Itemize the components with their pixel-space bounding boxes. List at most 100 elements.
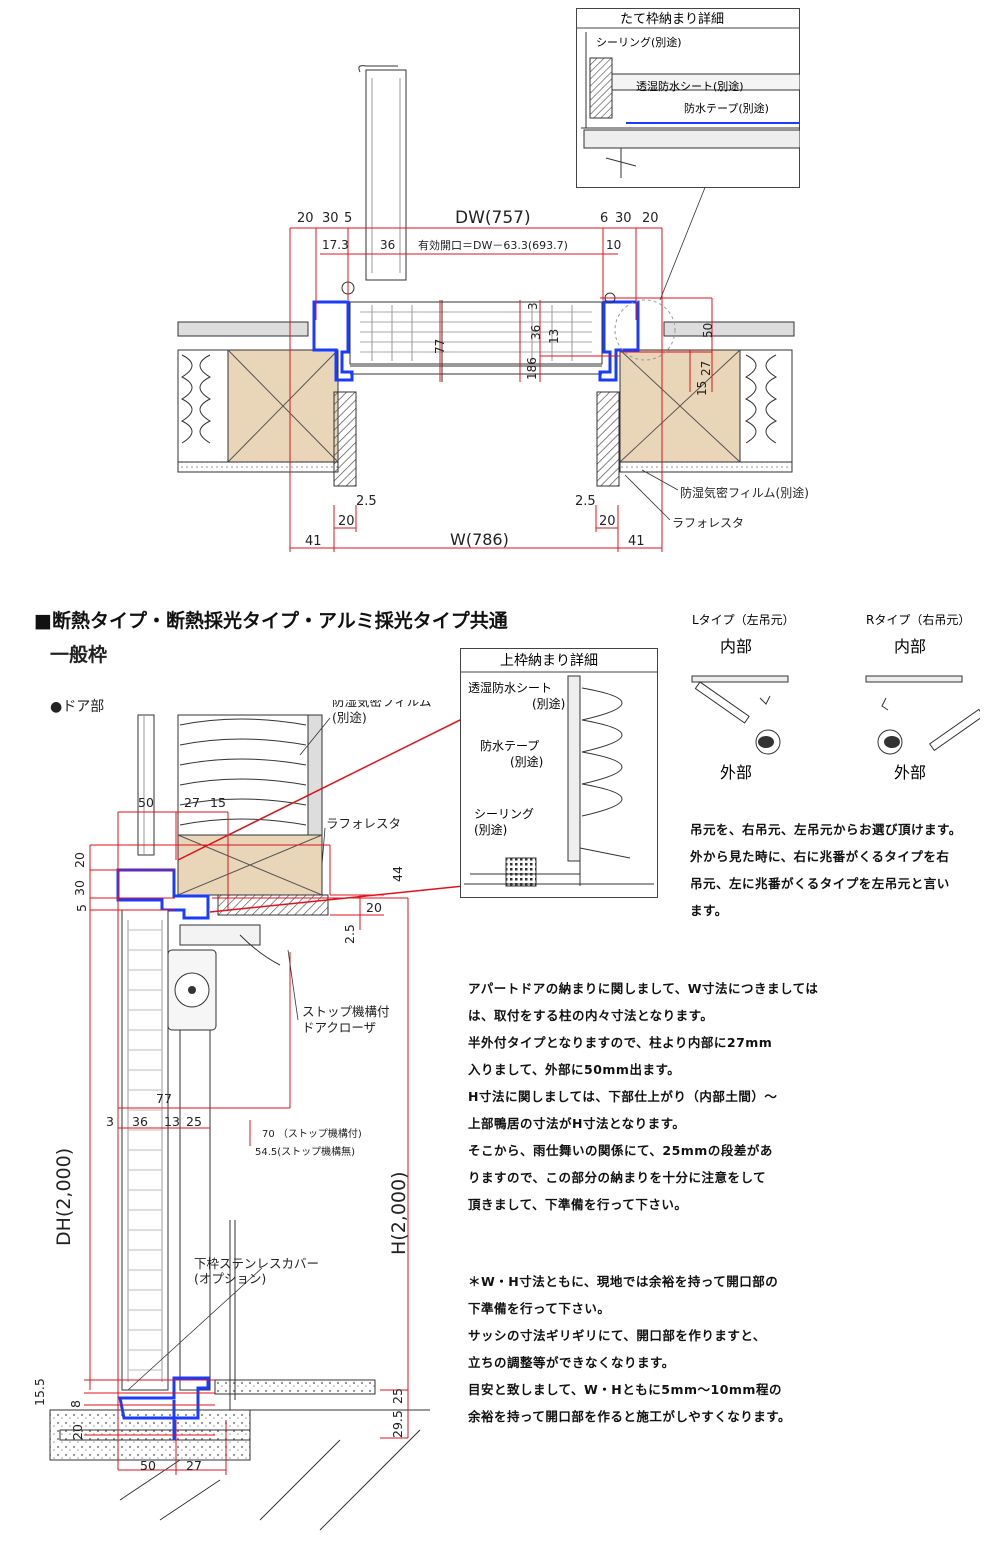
- plan-dim: 5: [344, 211, 352, 226]
- section-dh-label: DH(2,000): [53, 1148, 75, 1246]
- section-dim: 36: [132, 1114, 148, 1129]
- section-dim: 27: [186, 1458, 202, 1473]
- note-line: 入りまして、外部に50mm出ます。: [468, 1062, 681, 1077]
- plan-w-label: W(786): [450, 530, 509, 549]
- plan-dim: 20: [642, 211, 659, 226]
- jamb-detail-box: たて枠納まり詳細 シーリング(別途) 透湿防水シート(別途) 防水テープ(別途): [576, 8, 800, 188]
- section-film-label-2: (別途): [332, 710, 367, 725]
- head-detail-box: 上枠納まり詳細 透湿防水シート (別途) 防水テープ (別途) シーリング (別…: [460, 648, 658, 898]
- section-dim: 44: [390, 866, 405, 882]
- note-line: 目安と致しまして、W・Hともに5mm～10mm程の: [468, 1382, 782, 1397]
- section-cover-label-2: (オプション): [194, 1271, 266, 1286]
- plan-dim: 36: [529, 325, 543, 340]
- hinge-desc-line: 吊元、左に兆番がくるタイプを左吊元と言い: [690, 876, 950, 891]
- r-inside-label: 内部: [894, 637, 926, 656]
- section-dim: 30: [72, 880, 87, 896]
- plan-dim: 30: [322, 211, 339, 226]
- head-seal-label-2: (別途): [474, 822, 507, 837]
- head-seal-label: シーリング: [474, 807, 534, 821]
- section-stop-label-2: 54.5(ストップ機構無): [255, 1145, 355, 1158]
- section-dim: 5: [74, 904, 89, 912]
- plan-lafore-label: ラフォレスタ: [672, 516, 744, 530]
- plan-dim: 17.3: [322, 238, 349, 252]
- hinge-description: 吊元を、右吊元、左吊元からお選び頂けます。 外から見た時に、右に兆番がくるタイプ…: [690, 816, 962, 924]
- plan-effective-opening: 有効開口＝DW－63.3(693.7): [418, 238, 568, 252]
- section-dim: 15: [210, 795, 226, 810]
- l-outside-label: 外部: [720, 763, 752, 782]
- note-line: 上部鴨居の寸法がH寸法となります。: [468, 1116, 686, 1131]
- plan-dim: 13: [547, 329, 561, 344]
- section-dim: 50: [140, 1458, 156, 1473]
- plan-dim: 41: [305, 534, 322, 549]
- hinge-desc-line: ます。: [690, 903, 728, 918]
- section-dim: 8: [68, 1400, 83, 1408]
- plan-dim: 3: [526, 302, 540, 310]
- hinge-desc-line: 外から見た時に、右に兆番がくるタイプを右: [690, 849, 950, 864]
- plan-dim: 20: [599, 514, 616, 529]
- plan-dim: 50: [701, 323, 715, 338]
- plan-dim: 20: [338, 514, 355, 529]
- section-subheading: 一般枠: [50, 644, 108, 666]
- section-dim: 27: [184, 795, 200, 810]
- note-line: 頂きまして、下準備を行って下さい。: [468, 1197, 688, 1212]
- section-film-label: 防湿気密フィルム: [332, 700, 432, 709]
- plan-dim: 6: [600, 211, 608, 226]
- section-dim: 15.5: [32, 1378, 47, 1406]
- plan-dim: 2.5: [356, 494, 377, 509]
- section-dim: 29.5: [390, 1410, 405, 1438]
- hinge-desc-line: 吊元を、右吊元、左吊元からお選び頂けます。: [690, 822, 962, 837]
- note-line: 立ちの調整等ができなくなります。: [468, 1355, 675, 1370]
- section-closer-label: ストップ機構付: [302, 1004, 390, 1019]
- head-detail-title: 上枠納まり詳細: [500, 653, 598, 669]
- plan-dim: 27: [699, 361, 713, 376]
- section-dim: 20: [366, 900, 382, 915]
- note-line: 余裕を持って開口部を作ると施工がしやすくなります。: [468, 1409, 792, 1424]
- section-dim: 20: [72, 852, 87, 868]
- note-line: サッシの寸法ギリギリにて、開口部を作りますと、: [468, 1328, 766, 1343]
- r-outside-label: 外部: [894, 763, 926, 782]
- note-line: りますので、この部分の納まりを十分に注意をして: [468, 1170, 767, 1185]
- plan-dim: 77: [433, 339, 447, 354]
- section-closer-label-2: ドアクローザ: [302, 1020, 376, 1035]
- section-heading: ■断熱タイプ・断熱採光タイプ・アルミ採光タイプ共通: [34, 610, 508, 632]
- section-h-label: H(2,000): [388, 1171, 410, 1255]
- section-stop-label: 70 （ストップ機構付): [262, 1127, 362, 1140]
- plan-dw-label: DW(757): [455, 208, 531, 228]
- head-tape-label-2: (別途): [510, 754, 543, 769]
- head-tape-label: 防水テープ: [480, 738, 539, 753]
- note-line: H寸法に関しましては、下部仕上がり（内部土間）～: [468, 1089, 778, 1104]
- note-line: そこから、雨仕舞いの関係にて、25mmの段差があ: [468, 1143, 773, 1158]
- plan-dim: 36: [380, 238, 395, 252]
- section-dim: 77: [156, 1091, 172, 1106]
- section-dim: 25: [186, 1114, 202, 1129]
- plan-film-label: 防湿気密フィルム(別途): [680, 485, 809, 500]
- section-dim: 50: [138, 795, 154, 810]
- jamb-sealing-label: シーリング(別途): [596, 35, 682, 49]
- section-dim: 2.5: [342, 924, 357, 944]
- note-line: 半外付タイプとなりますので、柱より内部に27mm: [468, 1035, 773, 1050]
- plan-dim: 186: [525, 357, 539, 380]
- jamb-detail-title: たて枠納まり詳細: [620, 11, 724, 27]
- head-sheet-label-2: (別途): [532, 696, 565, 711]
- plan-dim: 20: [297, 211, 314, 226]
- section-cover-label: 下枠ステンレスカバー: [194, 1256, 319, 1271]
- plan-dim: 10: [606, 238, 621, 252]
- plan-dim: 41: [628, 534, 645, 549]
- note-line: は、取付をする柱の内々寸法となります。: [468, 1008, 714, 1023]
- section-dim: 13: [164, 1114, 180, 1129]
- vertical-section-drawing: 防湿気密フィルム (別途) ラフォレスタ ストップ機構付 ドアクローザ 70 （…: [32, 700, 460, 1531]
- note-line: ＊W・H寸法ともに、現地では余裕を持って開口部の: [468, 1274, 779, 1289]
- door-part-label: ●ドア部: [50, 699, 105, 715]
- jamb-tape-label: 防水テープ(別途): [684, 101, 769, 115]
- note-line: アパートドアの納まりに関しまして、W寸法につきましては: [468, 981, 819, 996]
- apartment-note-2: ＊W・H寸法ともに、現地では余裕を持って開口部の 下準備を行って下さい。 サッシ…: [468, 1268, 791, 1430]
- section-dim: 20: [70, 1424, 85, 1440]
- l-type-title: Lタイプ（左吊元）: [692, 612, 795, 627]
- r-type-title: Rタイプ（右吊元）: [866, 612, 970, 627]
- section-dim: 3: [106, 1114, 114, 1129]
- plan-dim: 30: [615, 211, 632, 226]
- plan-dim: 2.5: [575, 494, 596, 509]
- hinge-type-diagrams: Lタイプ（左吊元） Rタイプ（右吊元） 内部 内部 外部 外部: [691, 612, 980, 782]
- plan-dim: 15: [695, 381, 709, 396]
- plan-section-drawing: DW(757) 有効開口＝DW－63.3(693.7) 20 30 5 6 30…: [177, 65, 809, 552]
